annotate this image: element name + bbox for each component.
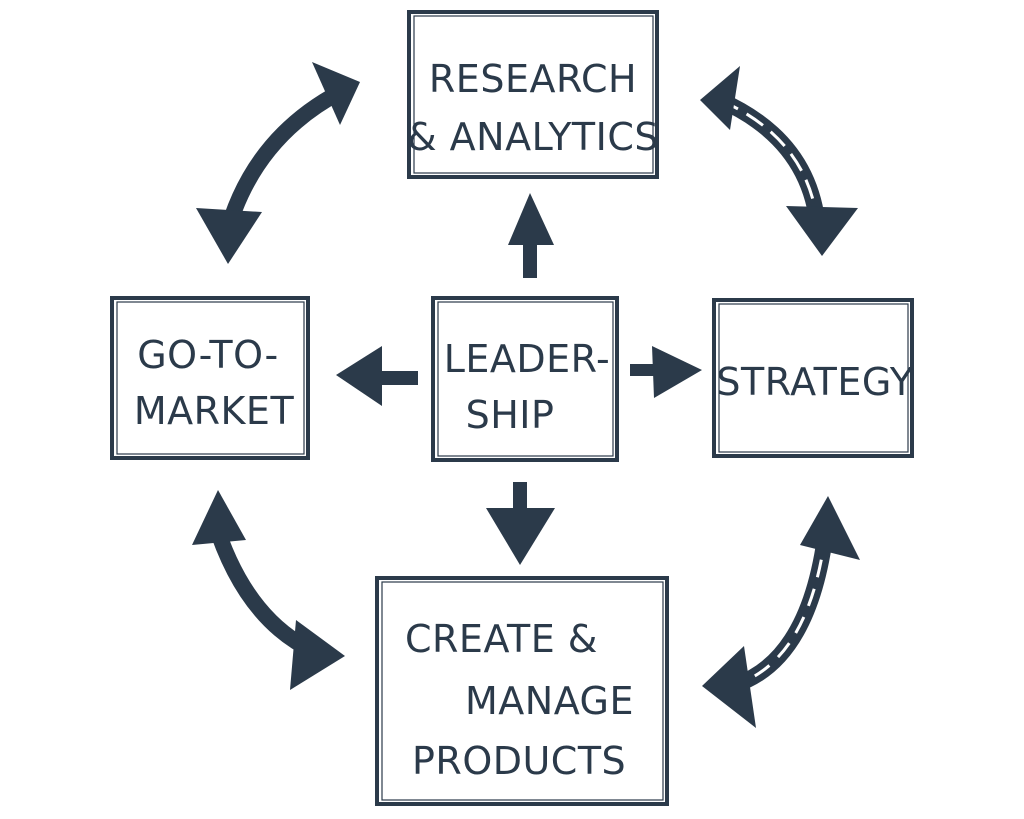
node-strategy: STRATEGY [712, 298, 914, 458]
node-label-line: PRODUCTS [412, 739, 626, 783]
node-label-line: & ANALYTICS [407, 115, 659, 159]
arrow-strategy-products [702, 496, 860, 728]
arrow-gotomarket-products [192, 490, 345, 690]
arrow-leadership-to-strategy [630, 346, 702, 398]
node-go-to-market: GO-TO- MARKET [110, 296, 310, 460]
node-label-line: SHIP [466, 393, 555, 437]
arrow-leadership-to-research [508, 193, 554, 278]
node-research-analytics: RESEARCH & ANALYTICS [407, 10, 659, 179]
arrow-leadership-to-gotomarket [336, 346, 418, 406]
node-leadership: LEADER- SHIP [431, 296, 619, 462]
node-label-line: MANAGE [465, 679, 634, 723]
arrow-research-strategy [700, 66, 858, 256]
arrow-leadership-to-products [486, 482, 555, 565]
node-label-line: LEADER- [444, 337, 611, 381]
arrow-research-gotomarket [196, 62, 360, 264]
node-label-line: CREATE & [405, 617, 598, 661]
node-label-line: RESEARCH [429, 57, 637, 101]
node-label-line: STRATEGY [716, 360, 914, 404]
node-label-line: GO-TO- [137, 333, 279, 377]
node-label-line: MARKET [134, 389, 295, 433]
node-create-manage-products: CREATE & MANAGE PRODUCTS [375, 576, 669, 806]
